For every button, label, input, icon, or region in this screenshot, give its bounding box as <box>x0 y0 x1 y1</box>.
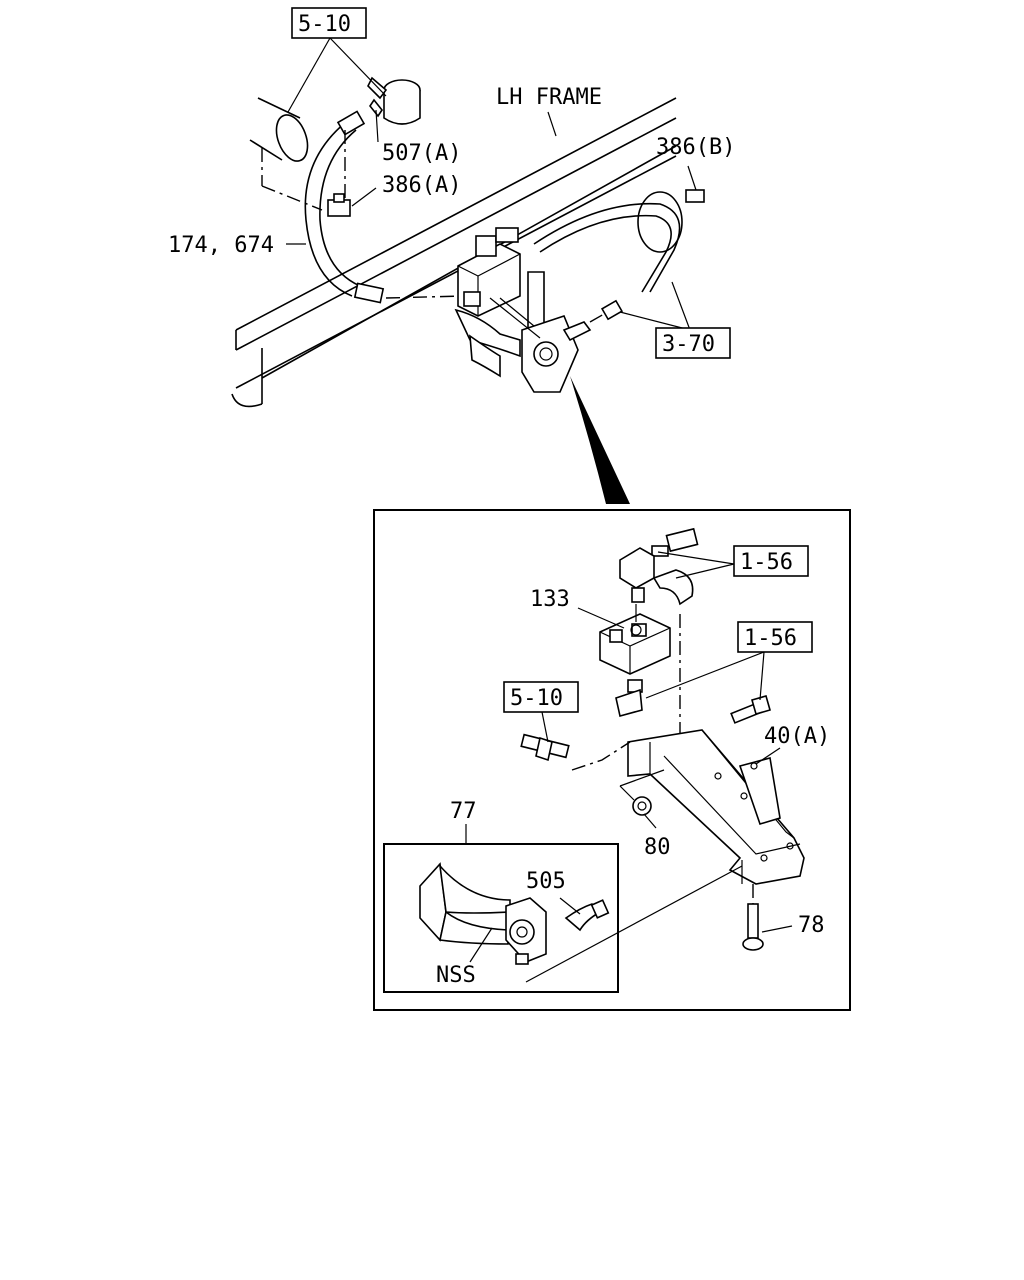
ref-box-1-56-b: 1-56 <box>737 621 813 653</box>
detail-frame <box>373 509 851 1011</box>
elbow-fittings-1-56 <box>619 527 699 606</box>
frame-label: LH FRAME <box>496 85 602 110</box>
bracket-40a <box>627 729 805 885</box>
valve-133 <box>599 604 681 740</box>
cross-member <box>249 97 323 211</box>
detail-pointer-arrow <box>570 376 630 504</box>
inset-box-77 <box>383 843 619 993</box>
ref-box-5-10-top: 5-10 <box>291 7 367 39</box>
detail-leader-lines <box>465 551 793 983</box>
part-label-78: 78 <box>798 913 825 938</box>
stud-5-10 <box>520 733 631 771</box>
bolt-right <box>730 695 771 724</box>
ref-label: 3-70 <box>662 332 715 357</box>
clip-386b <box>637 189 705 253</box>
part-label-133: 133 <box>530 587 570 612</box>
nut-80 <box>619 769 665 816</box>
part-label-nss: NSS <box>436 963 476 988</box>
part-label-77: 77 <box>450 799 477 824</box>
air-tank-connector <box>367 76 421 125</box>
ref-label: 1-56 <box>740 550 793 575</box>
clip-386a <box>327 193 351 217</box>
part-label-386b: 386(B) <box>656 135 735 160</box>
valve-assembly-overview <box>454 227 592 393</box>
horn-assembly-nss <box>419 862 610 965</box>
part-label-174-674: 174, 674 <box>168 233 274 258</box>
part-label-505: 505 <box>526 869 566 894</box>
ref-label: 5-10 <box>298 12 351 37</box>
ref-box-1-56-a: 1-56 <box>733 545 809 577</box>
part-label-40a: 40(A) <box>764 724 830 749</box>
ref-box-3-70: 3-70 <box>655 327 731 359</box>
part-label-386a: 386(A) <box>382 173 461 198</box>
ref-label: 1-56 <box>744 626 797 651</box>
top-leader-lines <box>286 37 697 331</box>
part-label-507a: 507(A) <box>382 141 461 166</box>
part-label-80: 80 <box>644 835 671 860</box>
ref-box-5-10-inset: 5-10 <box>503 681 579 713</box>
air-hose-174-674 <box>304 110 465 304</box>
bolt-78 <box>742 884 764 951</box>
fitting-lower <box>615 679 643 717</box>
ref-label: 5-10 <box>510 686 563 711</box>
air-line-3-70 <box>533 202 681 323</box>
